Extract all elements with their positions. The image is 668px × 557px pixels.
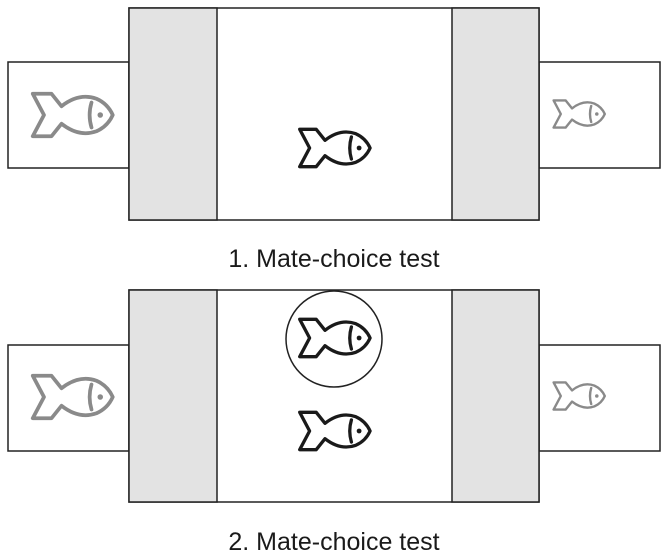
- left-choice-zone: [128, 289, 218, 503]
- left-choice-zone: [128, 7, 218, 221]
- caption-1: 1. Mate-choice test: [228, 245, 439, 273]
- right-stimulus-box: [538, 61, 661, 169]
- right-choice-zone: [451, 7, 540, 221]
- caption-2: 2. Mate-choice test: [228, 528, 439, 556]
- panel-1: 1. Mate-choice test: [7, 7, 661, 273]
- right-stimulus-box: [538, 344, 661, 452]
- right-choice-zone: [451, 289, 540, 503]
- left-stimulus-box: [7, 344, 130, 452]
- left-stimulus-box: [7, 61, 130, 169]
- enclosure-cylinder: [285, 290, 383, 388]
- panel-2: 2. Mate-choice test: [7, 289, 661, 556]
